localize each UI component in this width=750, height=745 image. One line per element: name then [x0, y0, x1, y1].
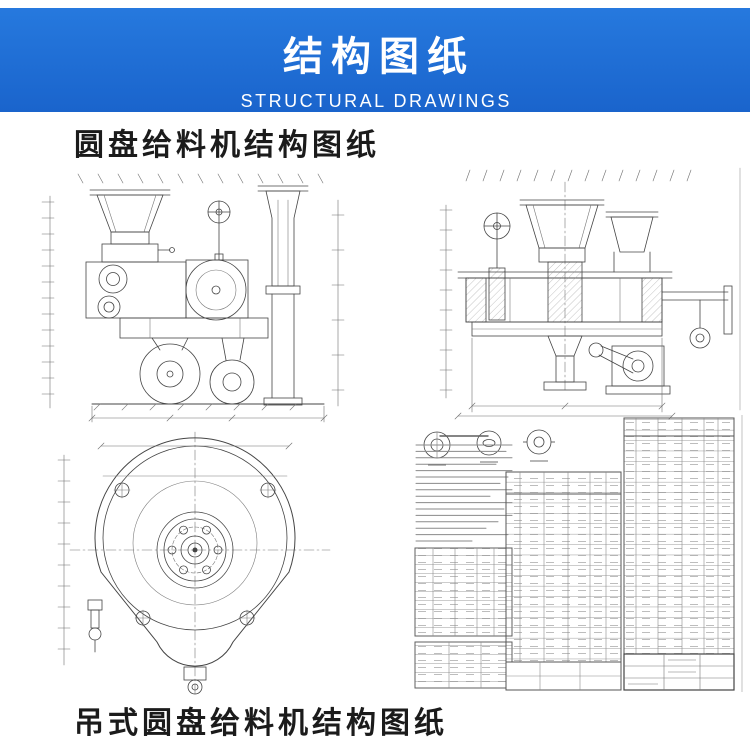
side-elevation-drawing	[41, 173, 345, 423]
parts-table-2	[623, 415, 743, 692]
parts-table-1	[505, 471, 622, 691]
plan-view-drawing	[57, 431, 331, 696]
banner: 结构图纸 STRUCTURAL DRAWINGS	[0, 8, 750, 112]
technical-drawings	[0, 160, 750, 700]
detail-views	[423, 429, 555, 466]
banner-subtitle: STRUCTURAL DRAWINGS	[240, 91, 512, 111]
technical-notes-block	[415, 435, 513, 542]
sectional-view-drawing	[439, 167, 741, 420]
notes-tables	[414, 547, 513, 689]
caption-bottom: 吊式圆盘给料机结构图纸	[74, 707, 448, 740]
blueprint-canvas	[41, 167, 743, 696]
banner-title: 结构图纸	[283, 35, 475, 79]
caption-top: 圆盘给料机结构图纸	[74, 129, 380, 162]
